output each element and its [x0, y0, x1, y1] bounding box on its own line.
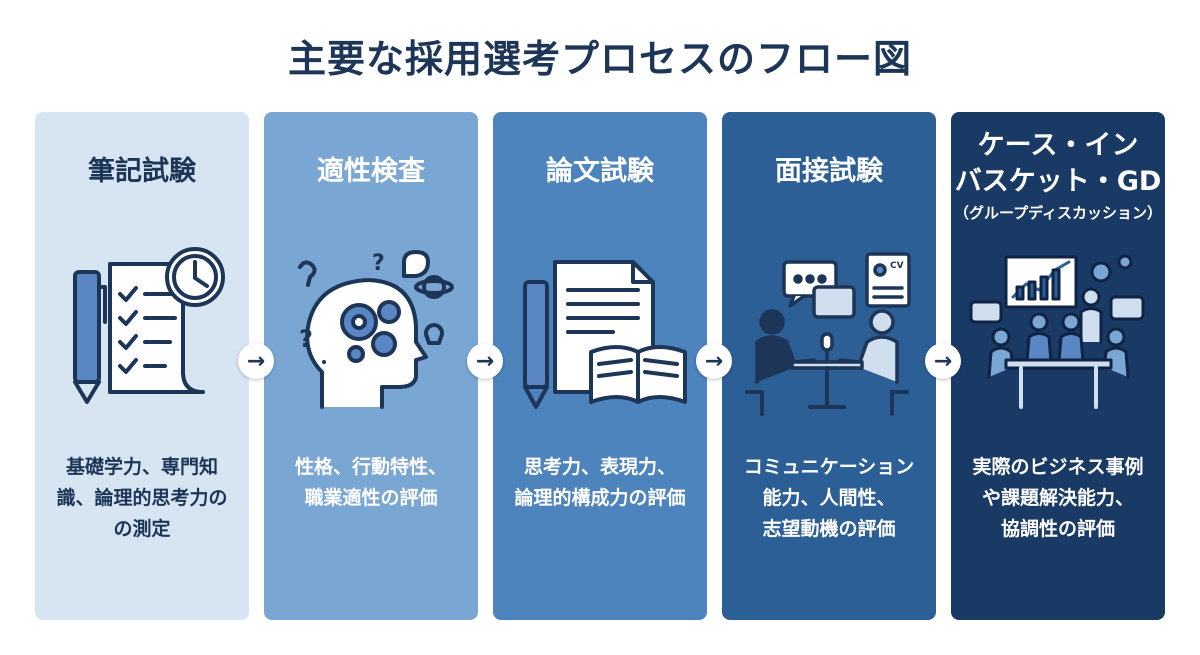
step-title: 面接試験	[775, 156, 883, 187]
written-test-icon	[35, 242, 249, 417]
group-discussion-icon	[951, 242, 1165, 417]
aptitude-head-icon: ? ?	[264, 242, 478, 417]
arrow-icon: →	[467, 343, 503, 379]
svg-text:?: ?	[299, 325, 313, 353]
step-subtitle: （グループディスカッション）	[953, 204, 1163, 222]
step-card-written-test: 筆記試験 基礎学力、専門知 識、論理的思考力の の測定	[35, 112, 249, 620]
step-description: 思考力、表現力、 論理的構成力の評価	[514, 456, 686, 509]
arrow-icon: →	[925, 343, 961, 379]
step-description: 実際のビジネス事例 や課題解決能力、 協調性の評価	[972, 456, 1144, 540]
step-title: ケース・イン バスケット・GD	[954, 130, 1162, 197]
svg-text:CV: CV	[890, 261, 904, 271]
step-description: 基礎学力、専門知 識、論理的思考力の の測定	[56, 456, 228, 540]
svg-text:?: ?	[372, 251, 385, 276]
page-title: 主要な採用選考プロセスのフロー図	[287, 37, 912, 81]
step-card-essay-test: 論文試験 思考力、表現力、 論理的構成力の評価	[493, 112, 707, 620]
interview-icon: CV	[722, 242, 936, 417]
step-description: コミュニケーション 能力、人間性、 志望動機の評価	[743, 456, 915, 540]
step-title: 筆記試験	[88, 156, 196, 187]
step-description: 性格、行動特性、 職業適性の評価	[294, 456, 447, 509]
step-card-case-in-basket-gd: ケース・イン バスケット・GD （グループディスカッション）	[951, 112, 1165, 620]
step-title: 適性検査	[317, 156, 425, 187]
arrow-icon: →	[696, 343, 732, 379]
step-card-interview: 面接試験 CV	[722, 112, 936, 620]
essay-document-icon	[493, 242, 707, 417]
step-card-aptitude-test: 適性検査 ? ? 性格、行動特性、 職業適性の評価	[264, 112, 478, 620]
step-title: 論文試験	[546, 156, 654, 187]
arrow-icon: →	[238, 343, 274, 379]
